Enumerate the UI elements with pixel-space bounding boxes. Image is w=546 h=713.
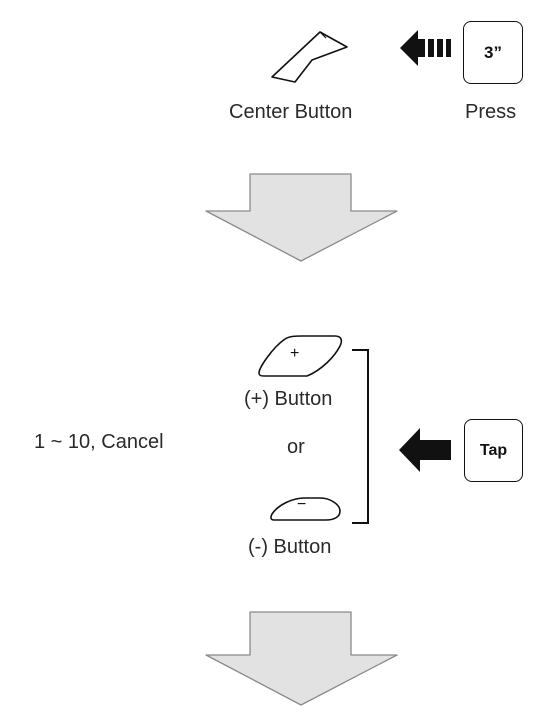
press-duration-key: 3” bbox=[463, 21, 523, 84]
plus-button-label: (+) Button bbox=[244, 388, 333, 410]
center-button-label: Center Button bbox=[229, 101, 353, 123]
plus-symbol: + bbox=[290, 345, 300, 362]
press-duration-text: 3” bbox=[484, 42, 502, 62]
range-label: 1 ~ 10, Cancel bbox=[34, 431, 164, 453]
tap-key: Tap bbox=[464, 419, 523, 482]
or-label: or bbox=[287, 436, 305, 458]
minus-symbol: − bbox=[297, 496, 307, 513]
minus-button-label: (-) Button bbox=[248, 536, 332, 558]
tap-key-text: Tap bbox=[479, 441, 508, 459]
press-action-label: Press bbox=[465, 101, 517, 123]
